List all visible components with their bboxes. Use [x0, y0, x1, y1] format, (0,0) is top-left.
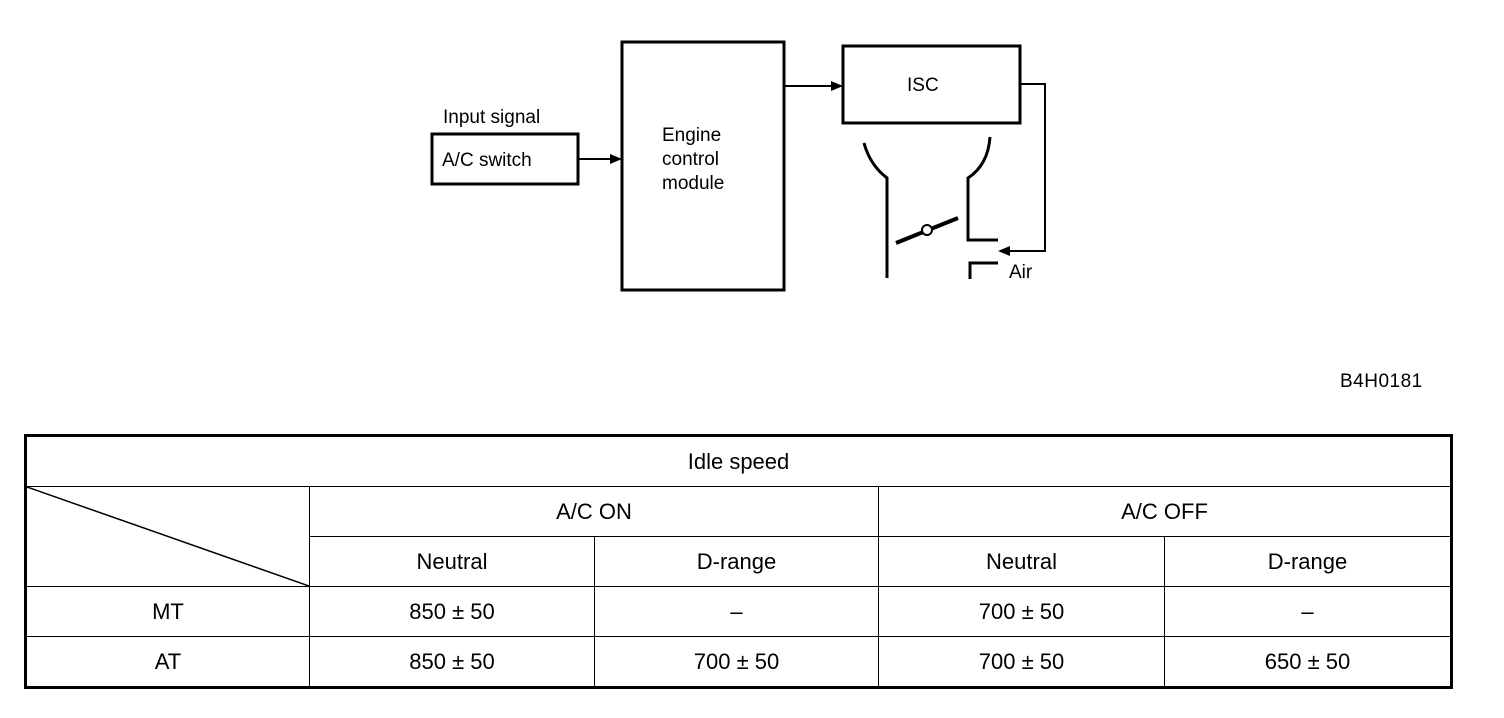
subheader-ac-off-neutral: Neutral — [878, 536, 1165, 587]
cell-mt-ac-on-d-range: – — [594, 586, 879, 637]
cell-mt-ac-on-neutral: 850 ± 50 — [309, 586, 595, 637]
throttle-valve-pivot — [921, 224, 933, 236]
cell-at-ac-off-d-range: 650 ± 50 — [1164, 636, 1453, 689]
subheader-ac-on-neutral: Neutral — [309, 536, 595, 587]
throttle-body-left-wall — [862, 142, 889, 278]
switch-to-ecm-arrowhead — [610, 154, 622, 164]
subheader-ac-off-d-range: D-range — [1164, 536, 1453, 587]
table-row: MT 850 ± 50 – 700 ± 50 – — [24, 586, 1453, 637]
table-title: Idle speed — [24, 434, 1453, 487]
ecm-label-line-1: Engine — [662, 125, 721, 146]
idle-speed-table: Idle speed A/C ON A/C OFF Neutral D-rang… — [24, 434, 1453, 689]
cell-at-ac-on-d-range: 700 ± 50 — [594, 636, 879, 689]
isc-label: ISC — [907, 75, 939, 96]
ecm-label-line-3: module — [662, 173, 724, 194]
throttle-body-lower-stub — [968, 261, 998, 279]
ac-switch-label: A/C switch — [442, 150, 532, 171]
cell-at-ac-off-neutral: 700 ± 50 — [878, 636, 1165, 689]
bypass-air-line — [1010, 83, 1046, 252]
ecm-box — [620, 40, 786, 292]
table-row: AT 850 ± 50 700 ± 50 700 ± 50 650 ± 50 — [24, 636, 1453, 689]
table-corner-cell — [24, 486, 310, 587]
row-label-mt: MT — [24, 586, 310, 637]
ecm-label-line-2: control — [662, 149, 719, 170]
ecm-to-isc-arrowhead — [831, 81, 843, 91]
cell-at-ac-on-neutral: 850 ± 50 — [309, 636, 595, 689]
air-label: Air — [1009, 262, 1033, 283]
cell-mt-ac-off-d-range: – — [1164, 586, 1453, 637]
subheader-ac-on-d-range: D-range — [594, 536, 879, 587]
header-ac-off: A/C OFF — [878, 486, 1453, 537]
bypass-air-arrowhead — [998, 246, 1010, 256]
figure-id: B4H0181 — [1340, 371, 1423, 392]
cell-mt-ac-off-neutral: 700 ± 50 — [878, 586, 1165, 637]
throttle-body-right-wall — [966, 136, 998, 242]
corner-diagonal — [27, 487, 309, 586]
isc-system-diagram: Input signal A/C switch Engine control m… — [430, 40, 1046, 292]
header-ac-on: A/C ON — [309, 486, 879, 537]
row-label-at: AT — [24, 636, 310, 689]
input-signal-label: Input signal — [443, 107, 540, 128]
